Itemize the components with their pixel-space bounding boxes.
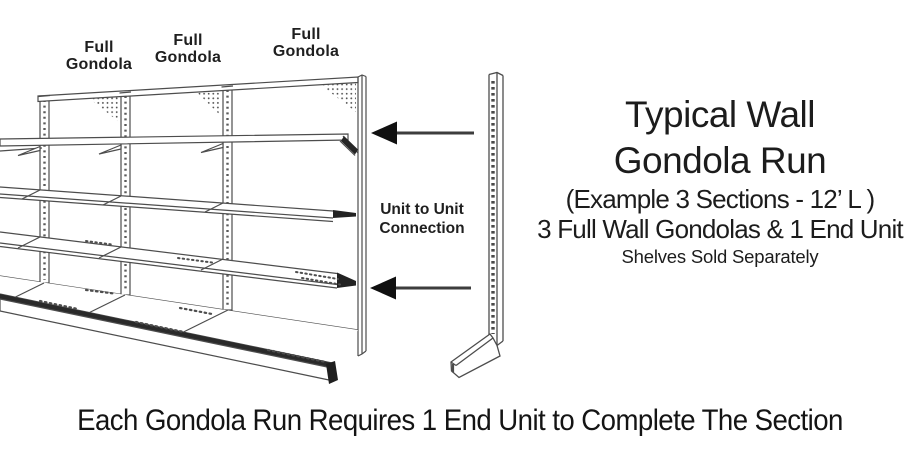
section-label-2-bottom: Gondola	[154, 49, 222, 66]
shelf-level-1	[0, 133, 359, 157]
section-label-2: Full Gondola	[140, 32, 236, 66]
shelf-level-3	[0, 231, 356, 289]
section-label-1-top: Full	[84, 39, 114, 56]
section-label-3-bottom: Gondola	[272, 43, 340, 60]
end-unit-upright	[450, 71, 504, 379]
lower-left-arrow-icon	[370, 276, 471, 300]
title-line-1: Typical Wall	[624, 94, 816, 135]
section-label-3: Full Gondola	[258, 26, 354, 60]
top-rail	[37, 76, 359, 103]
title-composition-note: 3 Full Wall Gondolas & 1 End Unit	[537, 214, 904, 244]
gondola-shelving-unit	[0, 74, 367, 384]
title-block: Typical Wall Gondola Run (Example 3 Sect…	[505, 0, 920, 300]
upper-left-arrow-icon	[371, 121, 474, 145]
unit-connection-line-2: Connection	[379, 220, 465, 237]
pegboard-dots-triangle	[85, 80, 356, 122]
run-end-cap	[357, 74, 367, 357]
section-label-3-top: Full	[291, 26, 321, 43]
unit-connection-label: Unit to Unit Connection	[370, 200, 474, 238]
shelf-level-2	[0, 186, 356, 223]
title-line-2: Gondola Run	[613, 140, 827, 181]
unit-connection-line-1: Unit to Unit	[380, 201, 464, 218]
shelving-run-drawing	[0, 71, 504, 384]
title-example-note: (Example 3 Sections - 12’ L )	[565, 184, 875, 214]
section-label-1-bottom: Gondola	[65, 56, 133, 73]
title-shelves-note: Shelves Sold Separately	[621, 246, 819, 267]
footer-caption: Each Gondola Run Requires 1 End Unit to …	[77, 404, 843, 437]
section-label-2-top: Full	[173, 32, 203, 49]
section-label-1: Full Gondola	[51, 39, 147, 73]
base-deck	[0, 276, 358, 384]
